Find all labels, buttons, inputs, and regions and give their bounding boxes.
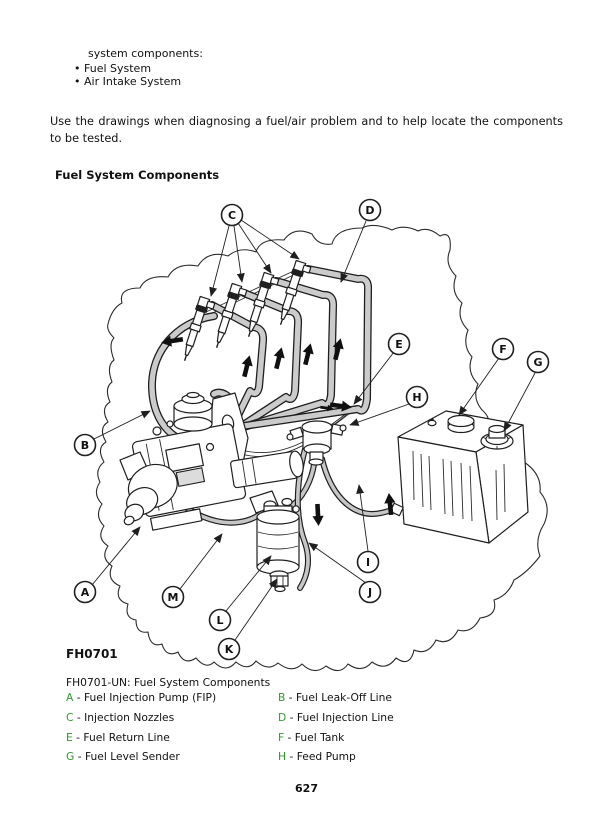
svg-text:M: M <box>168 591 179 604</box>
legend-key: F <box>278 730 285 744</box>
callout-C: C <box>220 203 244 227</box>
callout-E: E <box>387 332 411 356</box>
fuel-level-sender <box>480 424 514 450</box>
figure-label: FH0701 <box>66 647 118 661</box>
svg-text:B: B <box>81 439 89 452</box>
legend-item-D: D - Fuel Injection Line <box>278 710 394 724</box>
list-item: • Fuel System <box>74 62 181 75</box>
callouts: A B C D E F G H I J K L M <box>73 198 550 661</box>
list-item: • Air Intake System <box>74 75 181 88</box>
intro-line: system components: <box>88 47 203 60</box>
callout-B: B <box>73 433 97 457</box>
svg-text:A: A <box>81 586 90 599</box>
figure-caption: FH0701-UN: Fuel System Components <box>66 676 271 689</box>
svg-text:F: F <box>499 343 507 356</box>
legend-key: H <box>278 750 287 764</box>
callout-K: K <box>217 637 241 661</box>
section-heading: Fuel System Components <box>55 168 220 182</box>
legend-item-H: H - Feed Pump <box>278 750 356 764</box>
legend-key: D <box>278 710 287 724</box>
svg-text:J: J <box>367 586 372 599</box>
callout-L: L <box>208 608 232 632</box>
svg-text:G: G <box>533 356 542 369</box>
fuel-tank <box>397 410 529 544</box>
svg-text:I: I <box>366 556 370 569</box>
bullet-list: • Fuel System • Air Intake System <box>74 62 181 88</box>
callout-A: A <box>73 580 97 604</box>
callout-G: G <box>526 350 550 374</box>
legend-item-B: B - Fuel Leak-Off Line <box>278 691 392 704</box>
svg-text:H: H <box>412 391 421 404</box>
fuel-injection-pump <box>119 391 304 531</box>
bullet-text: Air Intake System <box>84 75 182 88</box>
body-paragraph: Use the drawings when diagnosing a fuel/… <box>50 115 563 145</box>
svg-text:C: C <box>228 209 236 222</box>
bullet-text: Fuel System <box>84 62 152 75</box>
callout-leaders <box>91 219 536 641</box>
legend: A - Fuel Injection Pump (FIP) B - Fuel Le… <box>66 691 538 763</box>
page-number: 627 <box>295 782 318 795</box>
callout-H: H <box>405 385 429 409</box>
fuel-injection-lines <box>208 265 373 440</box>
legend-key: A <box>66 691 74 704</box>
legend-key: G <box>66 750 75 764</box>
callout-M: M <box>161 585 185 609</box>
legend-item-A: A - Fuel Injection Pump (FIP) <box>66 691 217 704</box>
legend-key: C <box>66 710 74 724</box>
legend-item-G: G - Fuel Level Sender <box>66 750 180 764</box>
bullet-icon: • <box>74 75 81 88</box>
legend-key: B <box>278 691 286 704</box>
legend-item-E: E - Fuel Return Line <box>66 730 170 744</box>
fuel-system-diagram: A B C D E F G H I J K L M <box>73 198 550 672</box>
svg-text:D: D <box>365 204 374 217</box>
callout-I: I <box>356 550 380 574</box>
engine-outline <box>95 224 548 672</box>
svg-text:K: K <box>225 643 234 656</box>
svg-text:L: L <box>216 614 223 627</box>
legend-key: E <box>66 730 73 744</box>
callout-J: J <box>358 580 382 604</box>
callout-F: F <box>491 337 515 361</box>
callout-D: D <box>358 198 382 222</box>
legend-item-C: C - Injection Nozzles <box>66 710 175 724</box>
fuel-filter <box>249 490 300 593</box>
svg-text:E: E <box>395 338 403 351</box>
bullet-icon: • <box>74 62 81 75</box>
legend-item-F: F - Fuel Tank <box>278 730 345 744</box>
feed-pump <box>286 420 347 466</box>
